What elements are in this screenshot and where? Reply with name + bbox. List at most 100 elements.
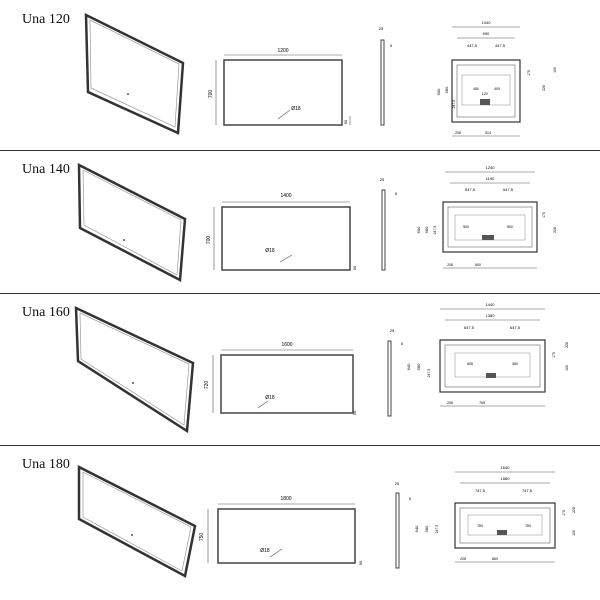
svg-text:208: 208 xyxy=(447,263,453,267)
svg-text:5: 5 xyxy=(395,191,398,196)
svg-text:1640: 1640 xyxy=(501,465,511,470)
height-label: 700 xyxy=(208,90,214,99)
svg-text:869: 869 xyxy=(492,557,498,561)
svg-text:247,5: 247,5 xyxy=(427,369,431,378)
front-view: 1400 700 Ø18 90 xyxy=(206,193,357,271)
svg-text:600: 600 xyxy=(475,263,481,267)
drawing-set: 1800 750 Ø18 90 25 5 1640 1580 747,5 747… xyxy=(77,464,576,578)
inner-label: 990 xyxy=(483,31,490,36)
width-label: 1200 xyxy=(277,48,288,54)
svg-text:780: 780 xyxy=(525,524,531,528)
driver-box xyxy=(482,235,494,240)
driver-box xyxy=(497,530,507,535)
side-view: 25 5 xyxy=(387,328,404,417)
mirror-front xyxy=(217,508,356,564)
side-view: 25 5 xyxy=(395,481,412,569)
svg-text:780: 780 xyxy=(477,524,483,528)
row-separator xyxy=(0,445,600,446)
svg-text:447,5: 447,5 xyxy=(467,43,478,48)
drawing-set: 1200 700 Ø18 90 25 5 1040 990 447,5 447,… xyxy=(84,12,557,137)
drawing-set: 1400 700 Ø18 90 25 5 1240 1190 547,5 547… xyxy=(77,162,557,282)
svg-text:25: 25 xyxy=(395,481,400,486)
svg-text:90: 90 xyxy=(358,560,363,565)
mirror-back xyxy=(454,502,556,549)
overall-label: 1040 xyxy=(482,20,492,25)
model-row-una-140: Una 140 1400 700 Ø18 90 25 5 1240 1190 5… xyxy=(0,150,600,295)
svg-text:247,5: 247,5 xyxy=(435,525,439,534)
svg-text:1190: 1190 xyxy=(486,176,495,181)
svg-text:175: 175 xyxy=(562,510,566,516)
model-row-una-120: Una 120 1200 700 Ø18 90 25 5 1040 990 xyxy=(0,0,600,145)
row-separator xyxy=(0,150,600,151)
svg-text:514: 514 xyxy=(485,131,491,135)
svg-text:700: 700 xyxy=(206,236,212,245)
mirror-front xyxy=(220,354,354,414)
model-title: Una 180 xyxy=(22,457,70,472)
svg-text:600: 600 xyxy=(416,226,421,233)
mirror-front xyxy=(223,59,343,126)
svg-text:90: 90 xyxy=(352,410,357,415)
svg-text:580: 580 xyxy=(424,226,429,233)
offset-label: 5 xyxy=(390,43,393,48)
svg-text:1800: 1800 xyxy=(280,496,291,502)
model-row-una-180: Una 180 1800 750 Ø18 90 25 5 1640 1580 7… xyxy=(0,445,600,600)
mirror-front xyxy=(221,206,351,271)
driver-box xyxy=(486,373,496,378)
svg-text:1380: 1380 xyxy=(486,313,496,318)
svg-text:1440: 1440 xyxy=(486,302,496,307)
svg-text:Ø18: Ø18 xyxy=(265,395,275,401)
svg-text:175: 175 xyxy=(552,352,556,358)
svg-text:25: 25 xyxy=(380,177,385,182)
svg-text:640: 640 xyxy=(406,363,411,370)
mirror-back xyxy=(439,339,546,393)
svg-text:228: 228 xyxy=(572,507,576,513)
svg-text:600: 600 xyxy=(436,88,441,95)
svg-text:247,5: 247,5 xyxy=(452,100,456,109)
svg-text:208: 208 xyxy=(447,401,453,405)
mirror-back xyxy=(442,201,538,253)
svg-text:500: 500 xyxy=(463,225,469,229)
svg-text:547,5: 547,5 xyxy=(503,187,514,192)
svg-text:100: 100 xyxy=(565,365,569,371)
svg-text:447,5: 447,5 xyxy=(495,43,506,48)
svg-text:580: 580 xyxy=(424,525,429,532)
svg-text:480: 480 xyxy=(473,87,479,91)
svg-text:747,5: 747,5 xyxy=(475,488,486,493)
model-row-una-160: Una 160 1600 720 Ø18 90 25 5 1440 1380 6… xyxy=(0,293,600,438)
svg-text:175: 175 xyxy=(542,212,546,218)
mirror-perspective xyxy=(74,305,195,434)
model-title: Una 160 xyxy=(22,305,70,320)
mirror-back xyxy=(451,59,521,123)
mirror-perspective xyxy=(77,162,187,282)
svg-text:228: 228 xyxy=(553,227,557,233)
front-view: 1200 700 Ø18 90 xyxy=(208,48,351,126)
svg-text:500: 500 xyxy=(507,225,513,229)
back-view: 1040 990 447,5 447,5 12V 480 400 600 580… xyxy=(436,20,557,137)
sensor-dot xyxy=(127,93,129,95)
svg-text:580: 580 xyxy=(416,363,421,370)
svg-text:1400: 1400 xyxy=(280,193,291,199)
mirror-perspective xyxy=(84,12,185,135)
svg-text:747,5: 747,5 xyxy=(522,488,533,493)
svg-text:5: 5 xyxy=(401,341,404,346)
sensor-dot xyxy=(132,382,134,384)
svg-text:100: 100 xyxy=(553,67,557,73)
back-view: 1640 1580 747,5 747,5 780 780 640 580 24… xyxy=(414,465,576,563)
driver-box xyxy=(480,99,490,105)
svg-text:720: 720 xyxy=(204,381,210,390)
thickness-label: 25 xyxy=(379,26,384,31)
svg-text:647,5: 647,5 xyxy=(464,325,475,330)
side-view: 25 5 xyxy=(379,26,393,126)
svg-text:90: 90 xyxy=(352,265,357,270)
bottom-label: 90 xyxy=(343,119,348,124)
svg-text:247,5: 247,5 xyxy=(433,226,437,235)
svg-text:12V: 12V xyxy=(482,92,489,96)
back-view: 1440 1380 647,5 647,5 608 380 640 580 24… xyxy=(406,302,569,407)
svg-text:228: 228 xyxy=(542,85,546,91)
svg-text:580: 580 xyxy=(444,86,449,93)
svg-text:175: 175 xyxy=(527,70,531,76)
svg-text:400: 400 xyxy=(494,87,500,91)
sensor-dot xyxy=(123,239,125,241)
front-view: 1600 720 Ø18 90 xyxy=(204,342,357,415)
svg-text:228: 228 xyxy=(565,342,569,348)
